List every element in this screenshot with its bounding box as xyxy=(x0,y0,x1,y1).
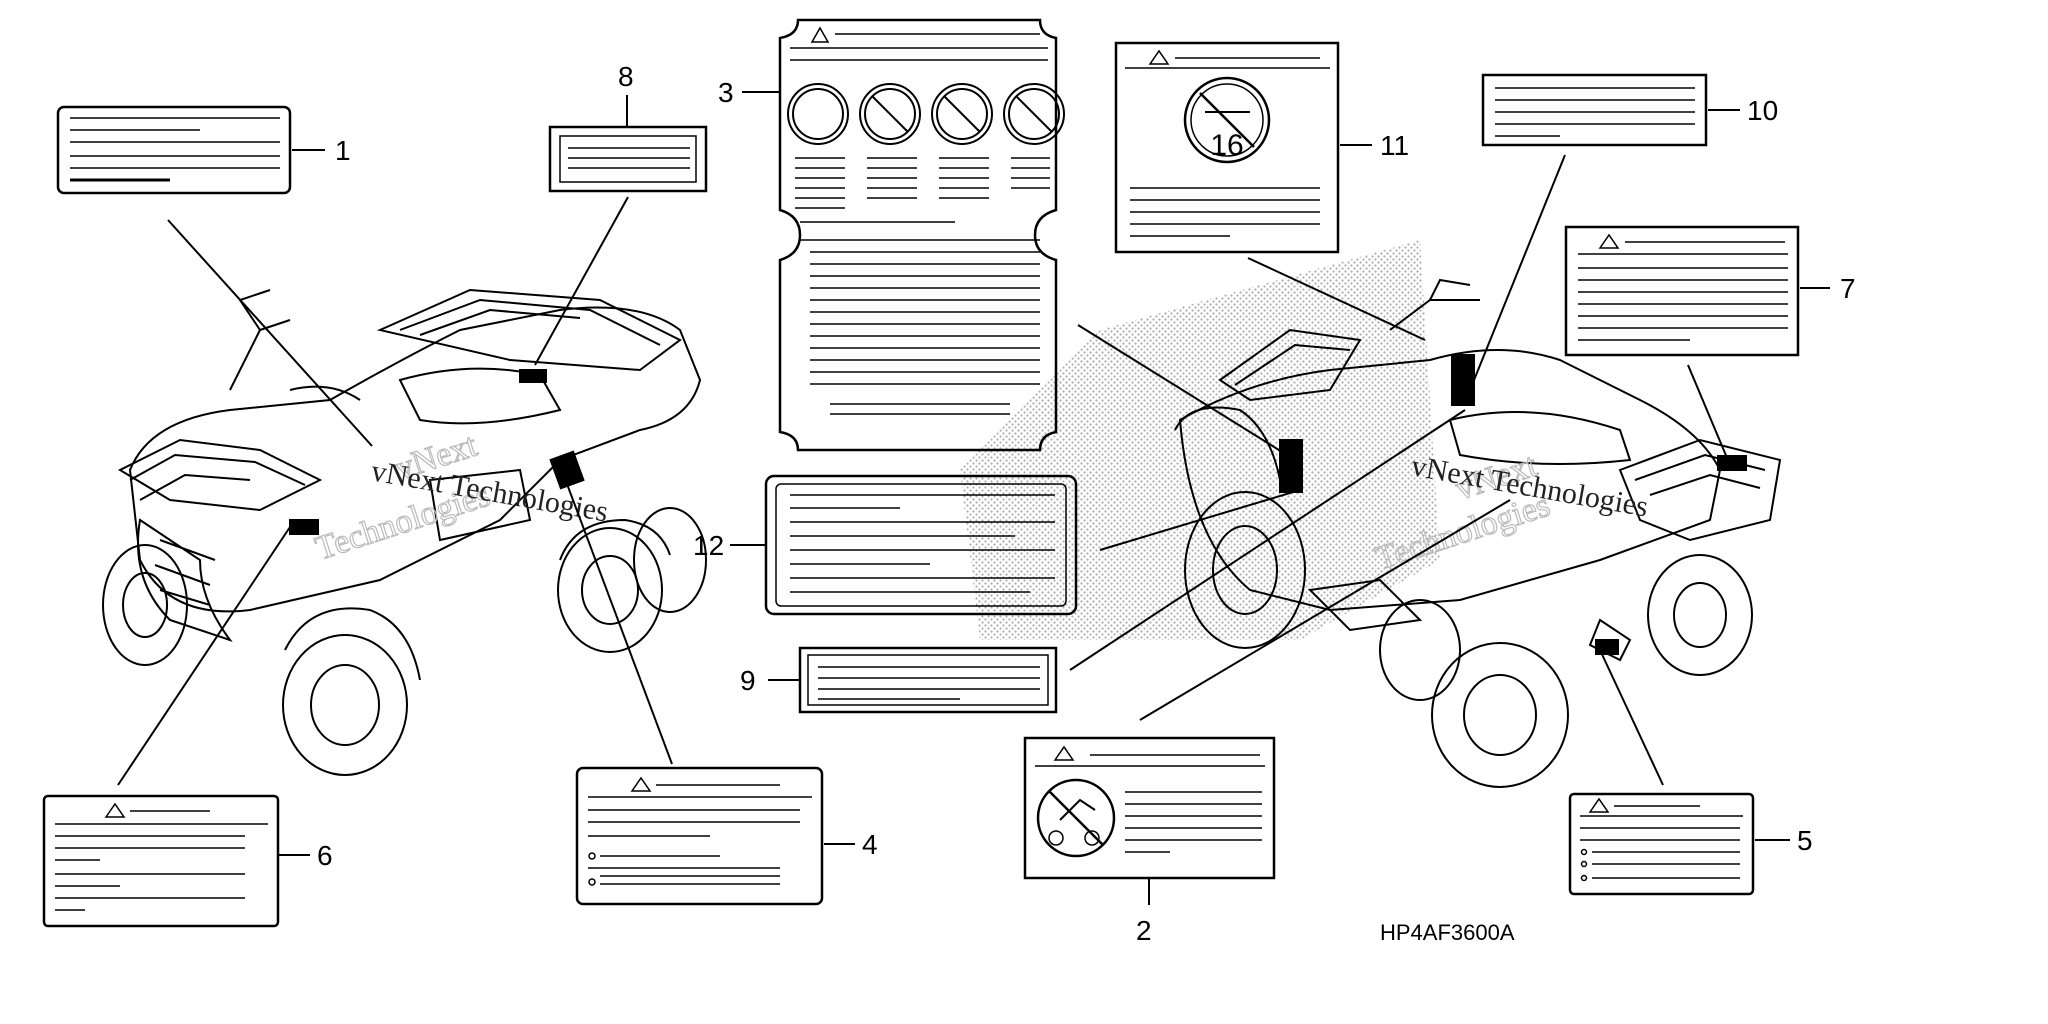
callout-6: 6 xyxy=(317,840,333,871)
atv-rear-view xyxy=(1174,278,1782,788)
label-6 xyxy=(42,794,310,928)
callout-11: 11 xyxy=(1380,130,1409,161)
label-9 xyxy=(768,646,1058,714)
no-under-16-icon: 16 xyxy=(1183,76,1271,164)
label-8 xyxy=(548,95,708,193)
callout-2: 2 xyxy=(1136,915,1152,946)
callout-8: 8 xyxy=(618,61,634,92)
no-passenger-icon xyxy=(1036,778,1116,858)
callout-9: 9 xyxy=(740,665,756,696)
callout-5: 5 xyxy=(1797,825,1813,856)
label-11: 16 xyxy=(1114,41,1372,254)
callout-12: 12 xyxy=(693,530,724,561)
label-4 xyxy=(575,766,855,906)
callout-7: 7 xyxy=(1840,273,1856,304)
prohibit-icon-2 xyxy=(931,83,993,145)
speed-shading xyxy=(960,240,1440,640)
label-1 xyxy=(56,105,325,195)
label-10 xyxy=(1481,73,1740,147)
age-16-text: 16 xyxy=(1210,129,1243,162)
label-12 xyxy=(730,474,1078,616)
callout-numbers: 1 2 3 4 5 6 7 8 9 10 11 12 xyxy=(317,61,1856,946)
prohibit-icon-1 xyxy=(859,83,921,145)
part-code: HP4AF3600A xyxy=(1380,920,1515,945)
label-7 xyxy=(1564,225,1830,357)
leader-lines xyxy=(117,154,1731,786)
label-3 xyxy=(742,18,1065,452)
label-2 xyxy=(1023,736,1276,905)
callout-10: 10 xyxy=(1747,95,1778,126)
callout-1: 1 xyxy=(335,135,351,166)
callout-4: 4 xyxy=(862,829,878,860)
label-5 xyxy=(1568,792,1790,896)
callout-3: 3 xyxy=(718,77,734,108)
prohibit-icon-3 xyxy=(1003,83,1065,145)
